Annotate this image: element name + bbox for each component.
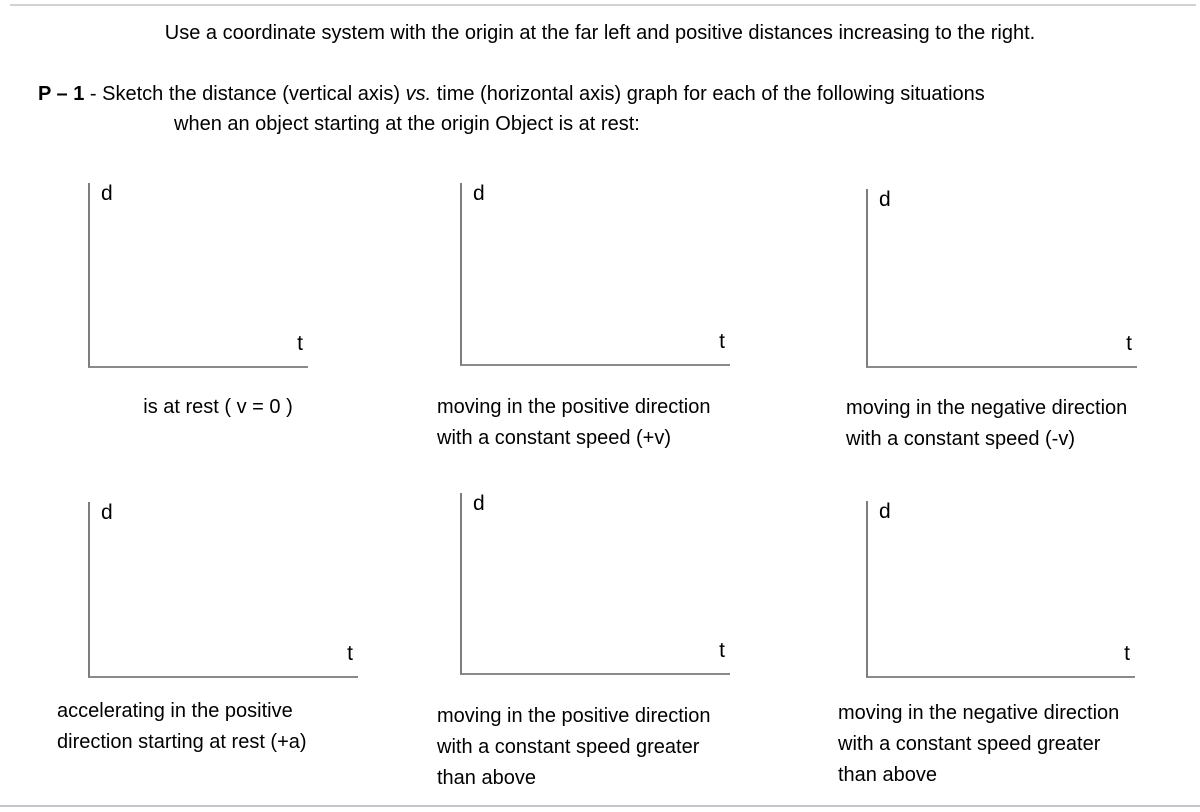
y-axis-label: d xyxy=(879,500,891,523)
graph-axes-6: d t xyxy=(866,500,1135,678)
caption-line: than above xyxy=(838,764,937,786)
caption-line: moving in the negative direction xyxy=(838,702,1120,724)
problem-text-before-vs: Sketch the distance (vertical axis) xyxy=(102,83,406,105)
caption-line: with a constant speed greater xyxy=(838,733,1101,755)
x-axis-label: t xyxy=(297,332,303,355)
graph-axes-3: d t xyxy=(866,188,1137,368)
y-axis-label: d xyxy=(879,188,891,211)
y-axis-label: d xyxy=(101,182,113,205)
caption-line: with a constant speed (+v) xyxy=(437,427,672,449)
problem-statement-line-2: when an object starting at the origin Ob… xyxy=(174,113,640,135)
x-axis-label: t xyxy=(719,639,725,662)
caption-line: accelerating in the positive xyxy=(57,700,293,722)
graph-3-caption: moving in the negative direction with a … xyxy=(846,393,1127,455)
instruction-text: Use a coordinate system with the origin … xyxy=(164,22,1036,44)
problem-number-label: P – 1 xyxy=(38,83,85,105)
graph-6-caption: moving in the negative direction with a … xyxy=(838,698,1119,791)
graph-axes-4: d t xyxy=(88,501,358,678)
graph-2-caption: moving in the positive direction with a … xyxy=(437,392,710,454)
page-bottom-rule xyxy=(0,805,1200,807)
x-axis-label: t xyxy=(719,330,725,353)
x-axis-label: t xyxy=(347,642,353,665)
problem-text-after-vs: time (horizontal axis) graph for each of… xyxy=(431,83,985,105)
caption-line: with a constant speed (-v) xyxy=(846,428,1075,450)
x-axis-label: t xyxy=(1126,332,1132,355)
y-axis-label: d xyxy=(101,501,113,524)
x-axis-label: t xyxy=(1124,642,1130,665)
caption-line: direction starting at rest (+a) xyxy=(57,731,307,753)
caption-line: moving in the positive direction xyxy=(437,705,711,727)
graph-axes-5: d t xyxy=(460,492,730,675)
graph-1-caption: is at rest ( v = 0 ) xyxy=(88,392,348,423)
caption-line: with a constant speed greater xyxy=(437,736,700,758)
caption-line: is at rest ( v = 0 ) xyxy=(143,396,293,418)
vs-italic-text: vs. xyxy=(405,83,432,105)
problem-separator: - xyxy=(84,83,103,105)
problem-statement-line-1: P – 1 - Sketch the distance (vertical ax… xyxy=(38,82,985,106)
caption-line: moving in the positive direction xyxy=(437,396,711,418)
graph-axes-1: d t xyxy=(88,182,308,368)
page-top-rule xyxy=(10,4,1196,6)
graph-axes-2: d t xyxy=(460,182,730,366)
graph-5-caption: moving in the positive direction with a … xyxy=(437,701,710,794)
graph-4-caption: accelerating in the positive direction s… xyxy=(57,696,307,758)
y-axis-label: d xyxy=(473,492,485,515)
caption-line: than above xyxy=(437,767,536,789)
y-axis-label: d xyxy=(473,182,485,205)
caption-line: moving in the negative direction xyxy=(846,397,1128,419)
